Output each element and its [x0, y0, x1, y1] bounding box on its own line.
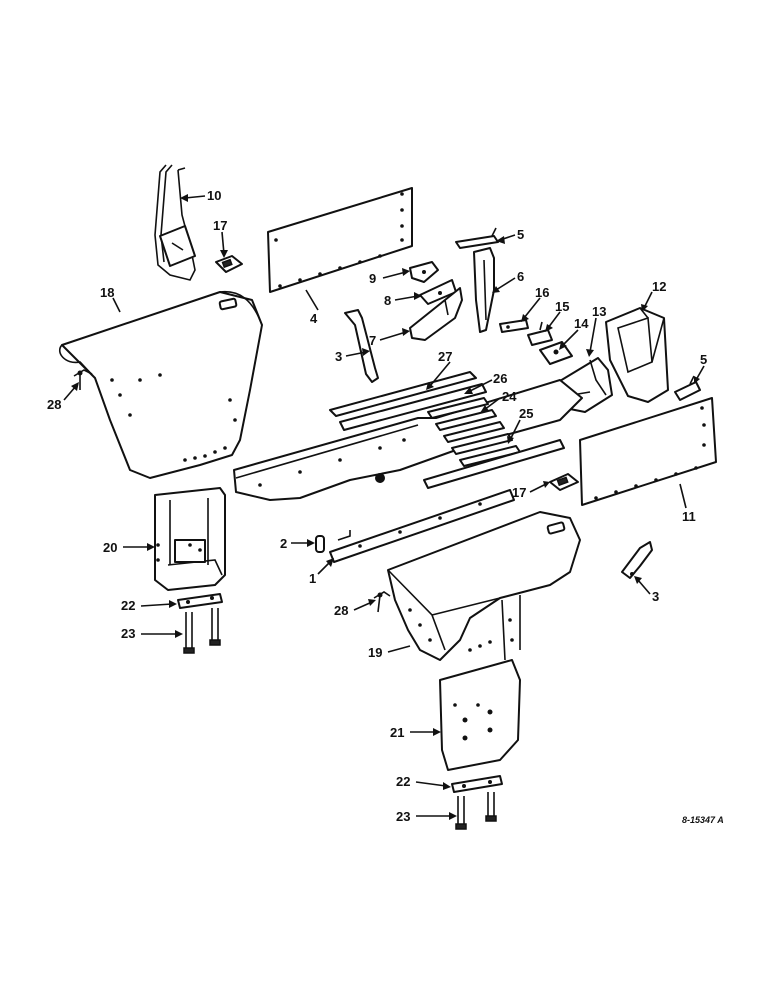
callout-17-upper: 17 [213, 218, 227, 233]
part-20-left-support [154, 487, 226, 591]
part-5-clip-upper [455, 227, 499, 249]
callout-19: 19 [368, 645, 382, 660]
callout-16: 16 [535, 285, 549, 300]
part-28-latch-right [373, 591, 391, 613]
part-12-shroud [605, 307, 669, 403]
callout-25: 25 [519, 406, 533, 421]
part-15-clip [527, 321, 553, 346]
callout-8: 8 [384, 293, 391, 308]
callout-28-right: 28 [334, 603, 348, 618]
callout-13: 13 [592, 304, 606, 319]
part-11-side-panel [579, 397, 717, 506]
callout-2: 2 [280, 536, 287, 551]
part-22-strap-left [177, 593, 223, 609]
part-19-right-fender [387, 511, 581, 661]
callout-20: 20 [103, 540, 117, 555]
part-25-strip [423, 439, 565, 489]
callout-3-upper: 3 [335, 349, 342, 364]
callout-3-lower: 3 [652, 589, 659, 604]
part-4-upper-panel [267, 187, 413, 293]
part-23-bolts-left [183, 608, 221, 654]
callout-14: 14 [574, 316, 589, 331]
part-16-clip [499, 319, 529, 333]
callout-11: 11 [682, 509, 696, 524]
part-22-strap-right [451, 775, 503, 793]
part-3-brace-lower [621, 541, 653, 579]
callout-7: 7 [369, 333, 376, 348]
callout-23-right: 23 [396, 809, 410, 824]
part-17-plate-lower [549, 473, 579, 491]
platform-floor [233, 379, 583, 501]
callout-22-right: 22 [396, 774, 410, 789]
callout-17-lower: 17 [512, 485, 526, 500]
callout-5-right: 5 [700, 352, 707, 367]
part-27-strip [329, 371, 477, 417]
part-21-right-support [439, 659, 521, 771]
callout-27: 27 [438, 349, 452, 364]
callout-4: 4 [310, 311, 318, 326]
callout-6: 6 [517, 269, 524, 284]
callout-15: 15 [555, 299, 569, 314]
callout-22-left: 22 [121, 598, 135, 613]
callout-21: 21 [390, 725, 404, 740]
callout-23-left: 23 [121, 626, 135, 641]
part-3-brace-upper [344, 309, 379, 383]
part-17-plate-upper [215, 255, 243, 273]
drawing-code: 8-15347 A [682, 815, 724, 825]
callout-10: 10 [207, 188, 221, 203]
callout-5-upper: 5 [517, 227, 524, 242]
part-5-clip-right [674, 375, 701, 401]
part-23-bolts-right [455, 792, 497, 830]
part-9-gusset [409, 261, 439, 283]
part-26-strip [339, 383, 487, 431]
part-28-latch-left [73, 369, 93, 390]
callout-26: 26 [493, 371, 507, 386]
callout-labels: 10 17 18 28 20 22 23 4 5 9 8 7 6 3 16 15… [47, 188, 724, 825]
part-18-left-fender [58, 290, 263, 479]
part-10-grab-handle [154, 164, 196, 281]
part-24-treads [427, 397, 521, 467]
part-14-plate [539, 341, 573, 365]
leader-lines [63, 194, 705, 820]
callout-9: 9 [369, 271, 376, 286]
callout-1: 1 [309, 571, 316, 586]
callout-12: 12 [652, 279, 666, 294]
part-2-pin [315, 535, 325, 553]
callout-24: 24 [502, 389, 517, 404]
callout-18: 18 [100, 285, 114, 300]
callout-28-left: 28 [47, 397, 61, 412]
part-6-bracket [473, 247, 495, 333]
part-7-bracket [409, 287, 463, 341]
